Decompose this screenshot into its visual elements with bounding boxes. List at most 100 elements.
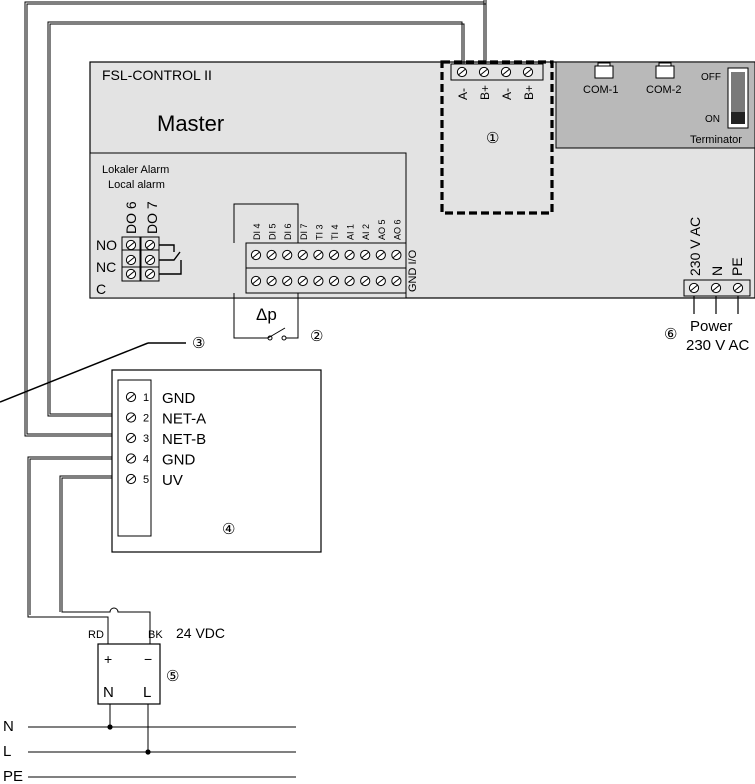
terminator-on: ON	[705, 114, 720, 125]
terminal-screw	[282, 249, 293, 261]
psu-l: L	[143, 684, 151, 701]
com-2-label: COM-2	[646, 84, 681, 96]
alarm-label-en: Local alarm	[108, 179, 165, 191]
contact-c: C	[96, 281, 106, 297]
module-pin-screw	[125, 391, 137, 403]
module-pin-screw	[125, 453, 137, 464]
com-1-label: COM-1	[583, 84, 618, 96]
io-terminal-label: TI 4	[330, 224, 340, 240]
power-n-label: N	[709, 266, 725, 276]
io-terminal-label: DI 7	[299, 223, 309, 240]
wire-bk-label: BK	[148, 629, 163, 641]
terminal-screw	[328, 249, 340, 261]
mains-lines: N L PE	[3, 718, 296, 784]
bus-wires	[24, 0, 487, 644]
terminal-screw	[266, 275, 277, 287]
mains-pe: PE	[3, 768, 23, 784]
power-terminal-block: 230 V AC N PE ⑥ Power 230 V AC	[664, 217, 751, 354]
controller-title: FSL-CONTROL II	[102, 67, 212, 83]
power-voltage-note: 230 V AC	[686, 337, 750, 354]
terminator-label: Terminator	[690, 134, 742, 146]
module-pin-number: 5	[143, 474, 149, 486]
module-pin-number: 3	[143, 433, 149, 445]
alarm-relay: Lokaler Alarm Local alarm DO 6 DO 7 NO N…	[96, 164, 182, 297]
mains-l: L	[3, 743, 11, 760]
power-pe-label: PE	[729, 257, 745, 276]
callout-4: ④	[222, 521, 235, 538]
module-pin-number: 2	[143, 413, 149, 425]
bus-terminal-label: B+	[478, 85, 492, 100]
module-pin-label: NET-B	[162, 431, 206, 448]
bus-terminal-block: A- B+ A- B+ ①	[440, 60, 554, 215]
module-pin-screw	[125, 432, 137, 444]
terminal-screw	[360, 275, 371, 287]
controller-subtitle: Master	[157, 111, 224, 136]
module-pin-label: NET-A	[162, 411, 206, 428]
terminator-switch: OFF ON Terminator	[690, 67, 749, 146]
terminator-off: OFF	[701, 72, 721, 83]
controller-housing: FSL-CONTROL II Master	[89, 61, 755, 299]
power-supply: RD BK 24 VDC + − N L ⑤	[88, 625, 225, 755]
terminal-screw	[360, 249, 371, 261]
terminal-screw	[328, 275, 340, 287]
io-terminal-label: AI 2	[361, 224, 371, 240]
io-terminal-label: DI 5	[268, 223, 278, 240]
terminal-screw	[391, 275, 402, 287]
bus-terminal-label: A-	[500, 88, 514, 100]
com-1-port-icon	[594, 62, 614, 79]
io-terminal-label: DI 6	[283, 223, 293, 240]
module-pin-number: 4	[143, 454, 149, 466]
com-2-port-icon	[655, 62, 675, 79]
terminal-screw	[250, 249, 262, 261]
terminal-screw	[266, 249, 277, 261]
psu-minus: −	[144, 651, 152, 667]
terminal-screw	[282, 275, 293, 287]
io-terminal-label: TI 3	[314, 224, 324, 240]
callout-1: ①	[486, 130, 499, 147]
terminal-screw	[344, 275, 355, 287]
wire-rd-label: RD	[88, 629, 104, 641]
terminal-screw	[375, 275, 386, 287]
terminal-screw	[313, 249, 324, 261]
contact-no: NO	[96, 237, 117, 253]
module-pin-label: GND	[162, 390, 196, 407]
callout-3: ③	[192, 335, 205, 352]
com-ports: COM-1 COM-2	[583, 62, 681, 96]
terminal-screw	[297, 249, 308, 261]
io-terminal-label: DI 4	[252, 223, 262, 240]
module-pin-label: UV	[162, 472, 183, 489]
terminal-screw	[344, 249, 355, 261]
io-terminal-label: AO 5	[377, 219, 387, 240]
terminal-screw	[297, 275, 308, 287]
gnd-io-label: GND I/O	[407, 249, 419, 292]
mains-n: N	[3, 718, 14, 735]
alarm-label-de: Lokaler Alarm	[102, 164, 169, 176]
terminal-screw	[375, 249, 386, 261]
terminal-screw	[250, 275, 262, 287]
do6-label: DO 6	[123, 201, 139, 234]
power-voltage-label: 230 V AC	[687, 217, 703, 276]
psu-n: N	[103, 684, 114, 701]
do7-label: DO 7	[144, 201, 160, 234]
callout-2: ②	[310, 328, 323, 345]
bus-terminal-label: B+	[522, 85, 536, 100]
bus-terminal-label: A-	[456, 88, 470, 100]
pressure-label: Δp	[256, 305, 277, 324]
psu-plus: +	[104, 651, 112, 667]
terminal-screw	[313, 275, 324, 287]
relay-contact-symbol	[159, 244, 182, 275]
module-pin-screw	[125, 412, 137, 423]
contact-nc: NC	[96, 259, 116, 275]
terminal-screw	[391, 249, 402, 261]
module-pin-number: 1	[143, 392, 149, 404]
power-label: Power	[690, 318, 733, 335]
io-terminal-label: AI 1	[346, 224, 356, 240]
module-pin-label: GND	[162, 452, 196, 469]
pressure-switch: Δp ②	[233, 203, 323, 345]
callout-5: ⑤	[166, 668, 179, 685]
psu-voltage: 24 VDC	[176, 625, 225, 641]
module-pin-screw	[125, 473, 137, 485]
